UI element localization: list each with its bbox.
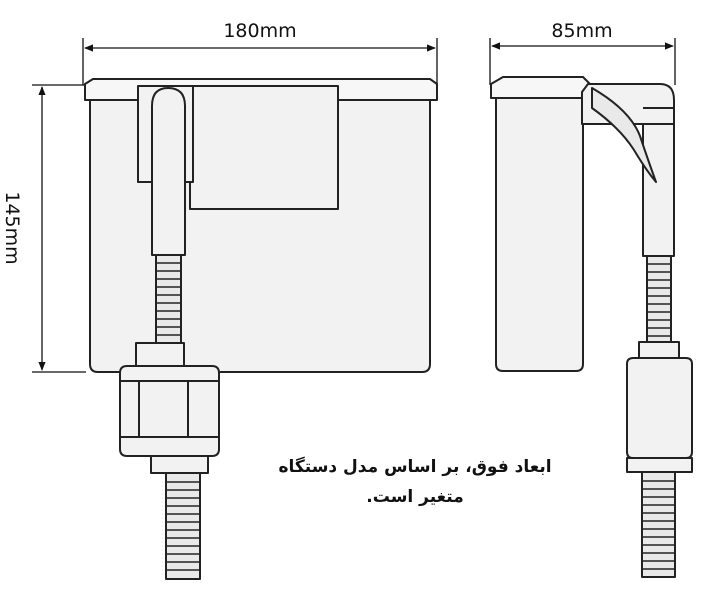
front-width-dimension	[82, 38, 438, 85]
side-spout	[591, 87, 657, 183]
side-tank-body	[495, 97, 584, 372]
note-line-1: ابعاد فوق، بر اساس مدل دستگاه	[278, 457, 552, 477]
side-flex-ribs	[647, 263, 671, 337]
side-intake-base	[626, 457, 693, 473]
height-label: 145mm	[1, 191, 23, 264]
dimension-note: ابعاد فوق، بر اساس مدل دستگاه متغیر است.	[260, 452, 570, 512]
height-dimension	[32, 84, 86, 373]
side-width-label: 85mm	[551, 20, 612, 42]
front-strainer	[165, 472, 201, 580]
front-pump-collar	[135, 342, 185, 368]
front-intake-base	[150, 455, 209, 474]
side-flex-hose	[646, 255, 672, 343]
front-pump-housing	[119, 365, 220, 457]
front-view	[84, 78, 438, 580]
front-intake-tube	[151, 87, 186, 256]
note-line-2: متغیر است.	[366, 487, 464, 507]
side-width-dimension	[489, 38, 676, 85]
front-hang-plate	[189, 85, 339, 210]
side-view	[490, 76, 693, 578]
side-pump-housing	[626, 357, 693, 459]
front-flex-hose	[155, 254, 182, 344]
side-lid	[490, 76, 591, 99]
front-flex-ribs	[156, 262, 181, 336]
side-strainer-ribs	[642, 480, 675, 570]
front-width-label: 180mm	[223, 20, 296, 42]
front-strainer-ribs	[166, 481, 200, 571]
